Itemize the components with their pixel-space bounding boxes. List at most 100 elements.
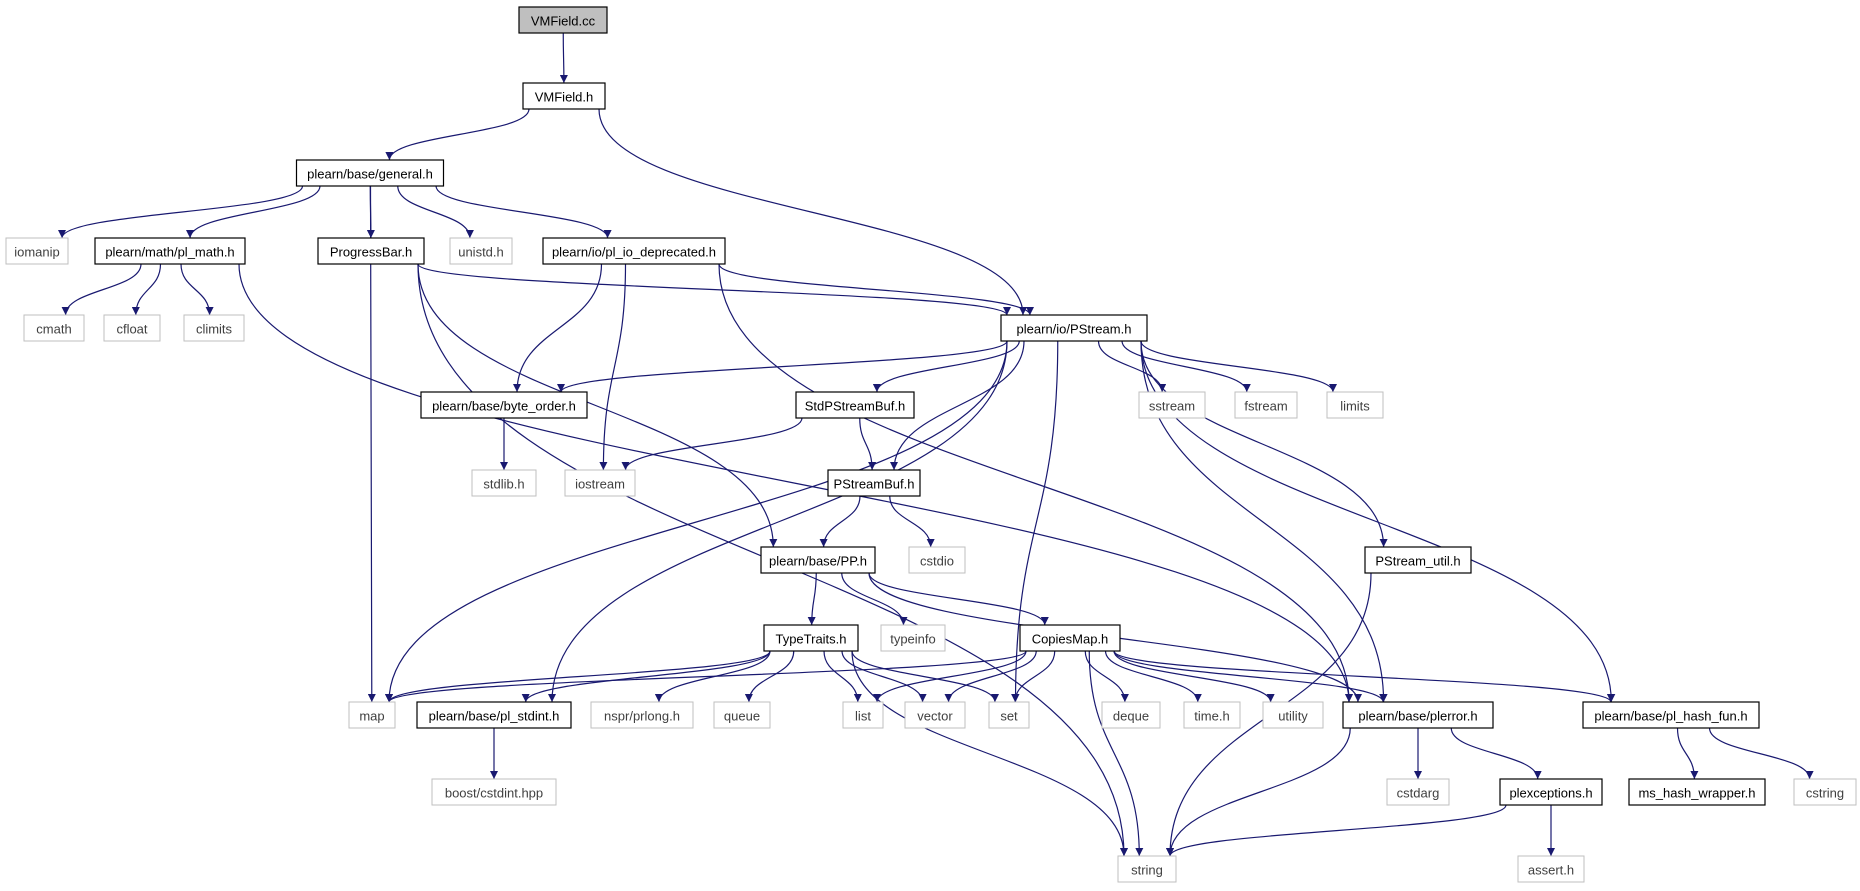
node-label: sstream xyxy=(1149,399,1195,414)
edge-copiesmap_h-to-list xyxy=(873,650,1027,703)
node-box xyxy=(431,778,557,806)
edge-pl_math_h-to-climits xyxy=(180,263,214,316)
node-box xyxy=(103,314,161,342)
node-vmfield-h[interactable]: VMField.h xyxy=(522,82,606,110)
node-pl-io-deprecated-h[interactable]: plearn/io/pl_io_deprecated.h xyxy=(542,237,726,265)
edge-copiesmap_h-to-vector xyxy=(944,650,1037,703)
node-pl-hash-fun-h[interactable]: plearn/base/pl_hash_fun.h xyxy=(1582,701,1760,729)
edge-pstream_h-to-sstream xyxy=(1097,340,1167,393)
node-general-h[interactable]: plearn/base/general.h xyxy=(295,159,445,187)
node-label: plearn/base/pl_hash_fun.h xyxy=(1594,709,1747,724)
edge-pl_io_deprecated_h-to-pstream_h xyxy=(718,263,1034,316)
node-box xyxy=(471,469,537,497)
node-label: plearn/io/PStream.h xyxy=(1017,322,1132,337)
node-prlong-h: nspr/prlong.h xyxy=(590,701,694,729)
edge-pstreambuf_h-to-pp_h xyxy=(819,495,861,548)
node-box xyxy=(908,546,966,574)
node-label: utility xyxy=(1278,709,1308,724)
node-label: ms_hash_wrapper.h xyxy=(1638,786,1755,801)
edge-copiesmap_h-to-plerror_h xyxy=(1113,650,1388,703)
node-assert-h: assert.h xyxy=(1517,855,1585,883)
node-pstreambuf-h[interactable]: PStreamBuf.h xyxy=(827,469,921,497)
node-box xyxy=(1793,778,1857,806)
edge-copiesmap_h-to-set xyxy=(1011,650,1056,703)
node-string: string xyxy=(1117,855,1177,883)
node-box xyxy=(348,701,396,729)
node-iostream: iostream xyxy=(564,469,636,497)
node-vmfield-cc[interactable]: VMField.cc xyxy=(518,6,608,34)
node-label: cfloat xyxy=(116,322,147,337)
node-label: string xyxy=(1131,863,1163,878)
node-progressbar-h[interactable]: ProgressBar.h xyxy=(317,237,425,265)
node-stdpstreambuf-h[interactable]: StdPStreamBuf.h xyxy=(795,391,915,419)
node-pl-stdint-h[interactable]: plearn/base/pl_stdint.h xyxy=(416,701,572,729)
node-label: fstream xyxy=(1244,399,1287,414)
edge-typetraits_h-to-pl_stdint_h xyxy=(521,650,771,703)
node-box xyxy=(1326,391,1384,419)
edge-general_h-to-iomanip xyxy=(58,185,304,239)
node-label: vector xyxy=(917,709,953,724)
edge-typetraits_h-to-string xyxy=(851,650,1128,857)
edge-plerror_h-to-string xyxy=(1166,727,1351,857)
node-queue: queue xyxy=(713,701,771,729)
edge-pl_io_deprecated_h-to-iostream xyxy=(599,263,627,471)
edge-general_h-to-pl_math_h xyxy=(186,185,321,239)
node-label: plearn/base/byte_order.h xyxy=(432,399,576,414)
node-box xyxy=(1342,701,1494,729)
node-box xyxy=(842,701,884,729)
node-label: TypeTraits.h xyxy=(775,632,846,647)
node-label: ProgressBar.h xyxy=(330,245,412,260)
node-pstream-h[interactable]: plearn/io/PStream.h xyxy=(1000,314,1148,342)
node-box xyxy=(295,159,445,187)
node-label: set xyxy=(1000,709,1018,724)
edge-pstream_h-to-pstreambuf_h xyxy=(890,340,1025,471)
node-ms-hash-wrapper-h[interactable]: ms_hash_wrapper.h xyxy=(1628,778,1766,806)
node-box xyxy=(763,624,859,652)
edge-pl_io_deprecated_h-to-plerror_h xyxy=(718,263,1353,703)
node-cstring: cstring xyxy=(1793,778,1857,806)
node-utility: utility xyxy=(1262,701,1324,729)
node-cfloat: cfloat xyxy=(103,314,161,342)
node-cstdio: cstdio xyxy=(908,546,966,574)
node-box xyxy=(1582,701,1760,729)
node-box xyxy=(880,624,946,652)
edges-layer xyxy=(58,32,1814,857)
edge-vmfield_h-to-general_h xyxy=(385,108,530,161)
edge-plexceptions_h-to-string xyxy=(1166,804,1507,857)
node-label: cstdarg xyxy=(1397,786,1440,801)
edge-pstream_h-to-pl_stdint_h xyxy=(548,340,1008,703)
node-typeinfo: typeinfo xyxy=(880,624,946,652)
node-cstdarg: cstdarg xyxy=(1386,778,1450,806)
node-copiesmap-h[interactable]: CopiesMap.h xyxy=(1019,624,1121,652)
node-box xyxy=(1138,391,1206,419)
edge-copiesmap_h-to-string xyxy=(1088,650,1144,857)
node-plerror-h[interactable]: plearn/base/plerror.h xyxy=(1342,701,1494,729)
edge-pstream_h-to-stdpstreambuf_h xyxy=(872,340,1020,393)
node-pl-math-h[interactable]: plearn/math/pl_math.h xyxy=(94,237,246,265)
node-label: cstdio xyxy=(920,554,954,569)
node-label: plearn/math/pl_math.h xyxy=(105,245,234,260)
node-label: cstring xyxy=(1806,786,1844,801)
node-typetraits-h[interactable]: TypeTraits.h xyxy=(763,624,859,652)
node-label: plearn/base/general.h xyxy=(307,167,433,182)
node-label: iomanip xyxy=(14,245,60,260)
node-plexceptions-h[interactable]: plexceptions.h xyxy=(1499,778,1603,806)
node-box xyxy=(416,701,572,729)
edge-vmfield_h-to-pstream_h xyxy=(598,108,1027,316)
node-label: map xyxy=(359,709,384,724)
node-pp-h[interactable]: plearn/base/PP.h xyxy=(760,546,876,574)
node-label: PStream_util.h xyxy=(1375,554,1460,569)
node-byte-order-h[interactable]: plearn/base/byte_order.h xyxy=(420,391,588,419)
node-box xyxy=(522,82,606,110)
node-label: climits xyxy=(196,322,233,337)
node-label: assert.h xyxy=(1528,863,1574,878)
node-label: queue xyxy=(724,709,760,724)
edge-general_h-to-pl_io_deprecated_h xyxy=(435,185,612,239)
edge-pstream_h-to-map xyxy=(385,340,1008,703)
node-stdlib-h: stdlib.h xyxy=(471,469,537,497)
node-box xyxy=(1234,391,1298,419)
node-pstream-util-h[interactable]: PStream_util.h xyxy=(1364,546,1472,574)
edge-pstream_h-to-pstream_util_h xyxy=(1140,340,1388,548)
node-box xyxy=(1517,855,1585,883)
